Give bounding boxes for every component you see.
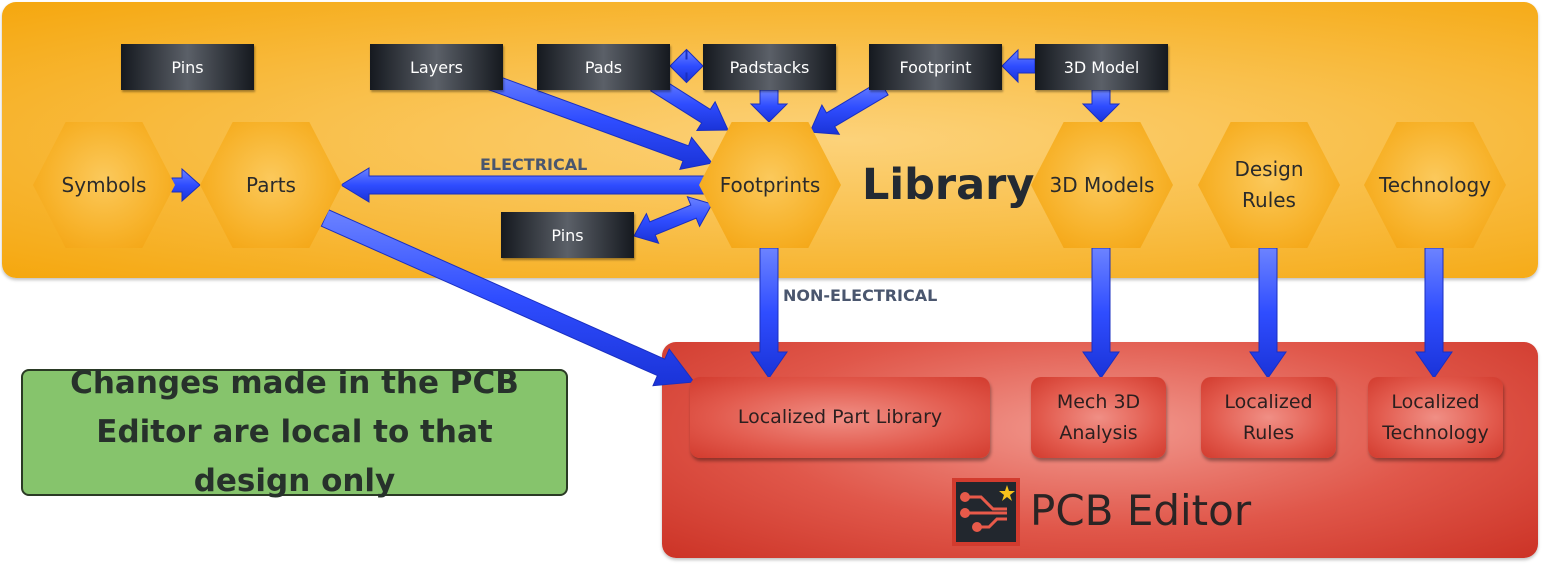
localized-technology-box: Localized Technology	[1368, 377, 1503, 458]
local-changes-note: Changes made in the PCB Editor are local…	[21, 365, 568, 499]
localized-rules-label: Localized Rules	[1224, 390, 1313, 444]
parts-label: Parts	[246, 172, 296, 197]
arrow-layers-to-footprints	[476, 69, 713, 170]
arrow-padstacks-to-footprints	[749, 89, 789, 123]
local-changes-note-text: Changes made in the PCB Editor are local…	[70, 365, 519, 499]
pads-box: Pads	[537, 44, 670, 90]
localized-technology-label: Localized Technology	[1382, 390, 1489, 444]
design-rules-hex: Design Rules	[1198, 122, 1340, 248]
pins-top-label: Pins	[171, 57, 204, 77]
pcb-editor-logo-icon	[952, 478, 1020, 546]
localized-rules-box: Localized Rules	[1201, 377, 1336, 458]
pads-label: Pads	[584, 57, 623, 77]
models-3d-label: 3D Models	[1049, 172, 1155, 197]
arrow-3dmodel-to-3dmodels	[1081, 89, 1121, 123]
mech-3d-analysis-label: Mech 3D Analysis	[1056, 390, 1141, 444]
footprint-box: Footprint	[869, 44, 1002, 90]
symbols-hex: Symbols	[33, 122, 175, 248]
model-3d-box: 3D Model	[1035, 44, 1168, 90]
padstacks-box: Padstacks	[703, 44, 836, 90]
design-rules-label: Design Rules	[1234, 157, 1304, 212]
footprints-label: Footprints	[719, 172, 821, 197]
localized-part-library-label: Localized Part Library	[737, 406, 943, 428]
electrical-label: ELECTRICAL	[480, 155, 588, 174]
model-3d-label: 3D Model	[1063, 57, 1140, 77]
models-3d-hex: 3D Models	[1031, 122, 1173, 248]
layers-label: Layers	[410, 57, 463, 77]
pins-top-box: Pins	[121, 44, 254, 90]
arrow-pins-footprints	[633, 196, 713, 244]
arrow-footprint-to-footprints	[809, 80, 889, 135]
technology-hex: Technology	[1364, 122, 1506, 248]
arrow-parts-to-localized-library	[320, 209, 695, 387]
technology-label: Technology	[1378, 172, 1492, 197]
arrow-designrules-to-localized-rules	[1249, 247, 1287, 379]
arrow-3dmodel-to-footprint	[1001, 48, 1036, 84]
footprint-label: Footprint	[899, 57, 972, 77]
footprints-hex: Footprints	[699, 122, 841, 248]
pins-mid-box: Pins	[501, 212, 634, 258]
layers-box: Layers	[370, 44, 503, 90]
padstacks-label: Padstacks	[729, 57, 810, 77]
library-title: Library	[862, 160, 1035, 210]
arrow-footprints-to-parts	[340, 167, 705, 203]
arrow-symbols-to-parts	[171, 167, 201, 203]
arrow-pads-to-padstacks	[669, 48, 704, 84]
localized-part-library-box: Localized Part Library	[690, 377, 990, 458]
non-electrical-label: NON-ELECTRICAL	[783, 286, 938, 305]
symbols-label: Symbols	[61, 172, 147, 197]
arrow-footprints-to-localized-library	[750, 247, 788, 379]
arrow-technology-to-localized-technology	[1415, 247, 1453, 379]
pcb-editor-title: PCB Editor	[1030, 486, 1252, 535]
pins-mid-label: Pins	[551, 225, 584, 245]
mech-3d-analysis-box: Mech 3D Analysis	[1031, 377, 1166, 458]
parts-hex: Parts	[200, 122, 342, 248]
arrow-3dmodels-to-mech3d	[1082, 247, 1120, 379]
